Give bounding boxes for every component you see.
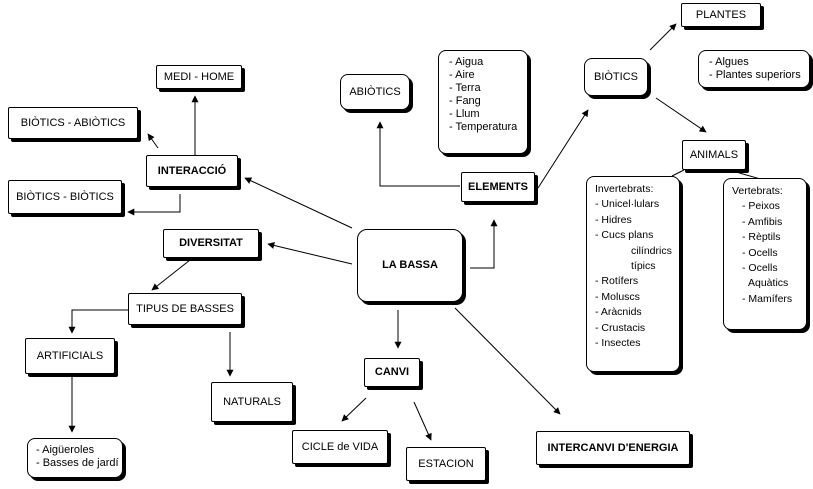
biotics-abiotics-label: BIÒTICS - ABIÒTICS [20,116,126,129]
invertebrats-item: - Rotífers [595,275,639,288]
abiotics-item: - Terra [449,82,481,94]
interaccio-node: INTERACCIÓ [146,155,238,187]
invertebrats-item: - Hidres [595,213,632,226]
arrow-biotics-plantes [649,23,677,51]
abiotics-item: - Llum [449,108,480,120]
plantes-item: - Algues [709,56,749,68]
naturals-node: NATURALS [211,382,293,422]
invertebrats-node: Invertebrats: - Unicel·lulars - Hidres -… [586,176,680,372]
biotics-label: BIÒTICS [593,70,638,83]
cicle-vida-node: CICLE de VIDA [292,430,388,464]
elements-node: ELEMENTS [461,172,535,202]
artificials-label: ARTIFICIALS [36,349,104,362]
animals-node: ANIMALS [682,140,746,170]
plantes-list-node: - Algues - Plantes superiors [698,50,810,88]
biotics-biotics-label: BIÒTICS - BIÒTICS [16,190,114,203]
arrow-elements-biotics [537,109,589,189]
intercanvi-label: INTERCANVI D'ENERGIA [547,441,679,454]
arrow-canvi-cicle [341,397,367,422]
arrow-bassa-diversitat [267,242,353,265]
vertebrats-item: - Rèptils [742,231,781,244]
invertebrats-item: - Unicel·lulars [595,198,660,211]
vertebrats-item: - Mamífers [742,292,793,305]
invertebrats-item: - Aràcnids [595,306,642,319]
abiotics-list-node: - Aigua - Aire - Terra - Fang - Llum - T… [438,50,528,154]
artificials-node: ARTIFICIALS [25,338,115,374]
vertebrats-item: - Peixos [742,200,780,213]
canvi-node: CANVI [364,358,420,387]
tipus-basses-label: TIPUS DE BASSES [136,302,234,315]
arrow-bassa-intercanvi [454,307,561,415]
naturals-label: NATURALS [223,395,281,408]
estacion-node: ESTACION [406,447,486,481]
biotics-abiotics-node: BIÒTICS - ABIÒTICS [8,107,138,139]
artificials-item: - Aigüeroles [36,444,95,456]
arrow-biotics-animals [655,97,707,133]
interaccio-label: INTERACCIÓ [157,164,227,177]
invertebrats-title: Invertebrats: [595,183,654,195]
animals-label: ANIMALS [689,148,739,161]
arrow-bassa-elements [470,219,498,269]
arrow-interaccio-bb [127,194,181,216]
invertebrats-item: típics [631,260,656,273]
abiotics-item: - Aigua [449,56,484,68]
vertebrats-item: Aquàtics [748,277,789,290]
arrow-canvi-estacion [413,401,432,441]
vertebrats-item: - Ocells [742,262,778,275]
canvi-label: CANVI [374,366,410,378]
plantes-item: - Plantes superiors [709,69,801,81]
invertebrats-item: cilíndrics [631,244,672,257]
medi-home-label: MEDI - HOME [163,70,235,83]
invertebrats-item: - Insectes [595,337,641,350]
artificials-item: - Basses de jardí [36,457,119,469]
arrow-bassa-interaccio [244,177,353,229]
vertebrats-item: - Amfibis [742,215,783,228]
abiotics-item: - Temperatura [449,121,518,133]
arrow-diversitat-tipus [151,259,191,291]
elements-label: ELEMENTS [468,180,528,193]
arrow-elements-abiotics [376,121,460,187]
biotics-node: BIÒTICS [584,58,648,96]
abiotics-item: - Fang [449,95,481,107]
la-bassa-label: LA BASSA [382,259,438,271]
abiotics-node: ABIÒTICS [340,74,410,110]
invertebrats-item: - Cucs plans [595,229,654,242]
la-bassa-node: LA BASSA [357,229,463,302]
arrow-interaccio-ba [147,133,159,149]
tipus-basses-node: TIPUS DE BASSES [128,293,242,325]
medi-home-node: MEDI - HOME [156,65,242,89]
plantes-label: PLANTES [695,8,747,21]
invertebrats-item: - Moluscs [595,290,640,303]
estacion-label: ESTACION [418,457,474,470]
vertebrats-title: Vertebrats: [732,185,783,197]
cicle-vida-label: CICLE de VIDA [301,440,379,453]
diversitat-label: DIVERSITAT [179,237,243,249]
intercanvi-node: INTERCANVI D'ENERGIA [536,431,690,465]
arrow-tipus-artificials [68,309,128,334]
vertebrats-node: Vertebrats: - Peixos - Amfibis - Rèptils… [723,178,807,330]
plantes-node: PLANTES [681,3,761,27]
abiotics-item: - Aire [449,69,475,81]
connector-animals-invertebrats [671,169,685,177]
abiotics-label: ABIÒTICS [349,85,401,98]
invertebrats-item: - Crustacis [595,321,646,334]
biotics-biotics-node: BIÒTICS - BIÒTICS [8,180,122,214]
diversitat-node: DIVERSITAT [163,229,259,258]
artificials-list-node: - Aigüeroles - Basses de jardí [27,438,123,478]
vertebrats-item: - Ocells [742,246,778,259]
